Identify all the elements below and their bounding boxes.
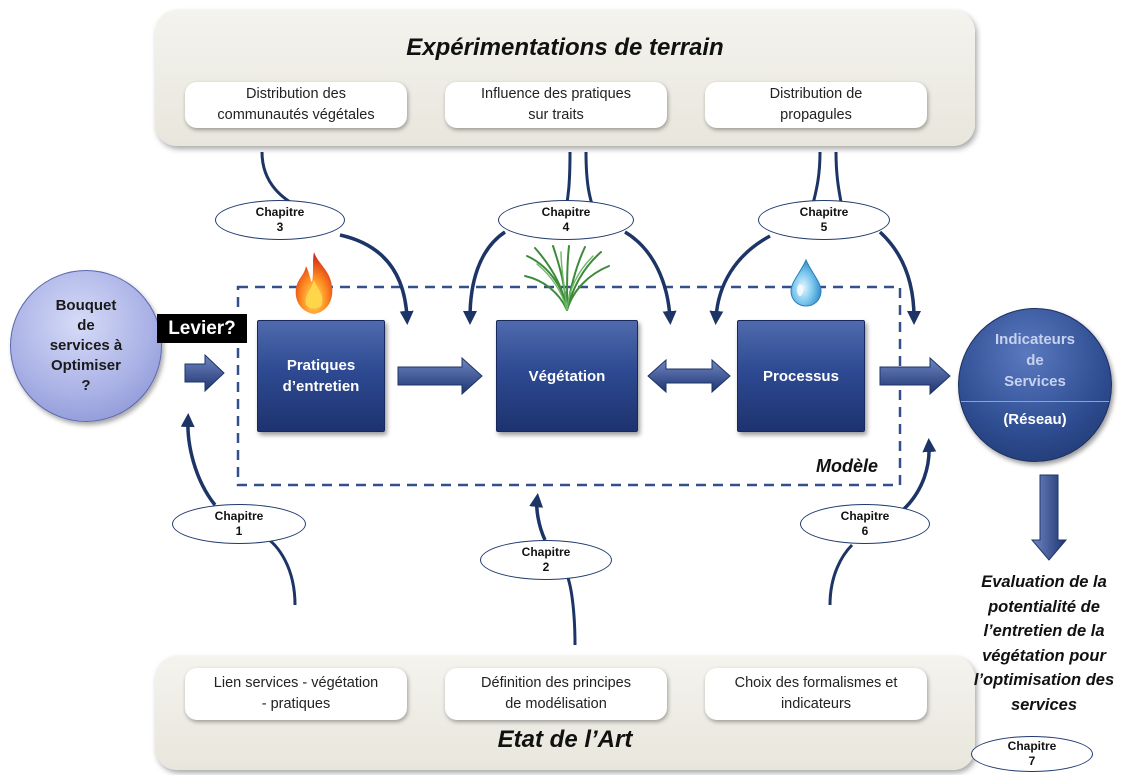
chapter-4-number: 4 bbox=[562, 220, 570, 234]
connector-chapter6-out bbox=[901, 438, 937, 512]
indicateurs-network-label: (Réseau) bbox=[1003, 411, 1067, 428]
box-pratiques-entretien: Pratiques d’entretien bbox=[257, 320, 385, 432]
chapter-2-word: Chapitre bbox=[521, 545, 571, 559]
connector-chapter5-out-left bbox=[709, 234, 771, 325]
chapter-oval-4: Chapitre 4 bbox=[498, 200, 634, 240]
top-panel-title: Expérimentations de terrain bbox=[406, 34, 724, 61]
chapter-7-word: Chapitre bbox=[1007, 739, 1057, 753]
chapter-6-number: 6 bbox=[861, 524, 869, 538]
connector-chapter2-out bbox=[529, 493, 547, 541]
arrow-indicateurs-to-evaluation bbox=[1030, 474, 1068, 561]
connector-chapter4-out-right bbox=[624, 230, 677, 325]
card-lien-services: Lien services - végétation - pratiques bbox=[185, 668, 407, 720]
connector-chapter1-in bbox=[261, 533, 297, 606]
chapter-1-word: Chapitre bbox=[214, 509, 264, 523]
connector-chapter4-out-left bbox=[463, 230, 506, 325]
evaluation-text: Evaluation de la potentialité de l’entre… bbox=[973, 573, 1115, 714]
bottom-panel-title: Etat de l’Art bbox=[497, 726, 633, 753]
chapter-oval-1: Chapitre 1 bbox=[172, 504, 306, 544]
model-label: Modèle bbox=[815, 456, 878, 476]
chapter-5-word: Chapitre bbox=[799, 205, 849, 219]
chapter-5-number: 5 bbox=[820, 220, 828, 234]
chapter-oval-2: Chapitre 2 bbox=[480, 540, 612, 580]
box-processus: Processus bbox=[737, 320, 865, 432]
card-principes-modelisation: Définition des principes de modélisation bbox=[445, 668, 667, 720]
chapter-oval-3: Chapitre 3 bbox=[215, 200, 345, 240]
connector-chapter4-in-b bbox=[584, 151, 595, 209]
arrow-vegetation-processus bbox=[647, 358, 731, 394]
card-formalismes-indicateurs: Choix des formalismes et indicateurs bbox=[705, 668, 927, 720]
card-distribution-propagules: Distribution de propagules bbox=[705, 82, 927, 128]
connector-chapter5-out-right bbox=[878, 230, 921, 325]
arrow-processus-to-indicateurs bbox=[879, 356, 951, 396]
box-vegetation: Végétation bbox=[496, 320, 638, 432]
chapter-3-number: 3 bbox=[276, 220, 284, 234]
chapter-2-number: 2 bbox=[542, 560, 550, 574]
indicateurs-circle: Indicateurs de Services (Réseau) bbox=[958, 308, 1112, 462]
model-frame bbox=[236, 285, 902, 487]
fire-icon bbox=[295, 252, 333, 314]
chapter-oval-7: Chapitre 7 bbox=[971, 736, 1093, 772]
arrow-into-pratiques bbox=[184, 353, 225, 393]
bouquet-circle: Bouquet de services à Optimiser ? bbox=[10, 270, 162, 422]
connector-chapter2-in bbox=[566, 577, 577, 646]
chapter-6-word: Chapitre bbox=[840, 509, 890, 523]
connector-chapter1-out bbox=[180, 413, 217, 507]
chapter-1-number: 1 bbox=[235, 524, 243, 538]
card-distribution-communautes: Distribution des communautés végétales bbox=[185, 82, 407, 128]
water-drop-icon bbox=[790, 258, 822, 307]
connector-chapter6-in bbox=[828, 543, 854, 606]
chapter-oval-6: Chapitre 6 bbox=[800, 504, 930, 544]
arrow-pratiques-to-vegetation bbox=[397, 356, 483, 396]
chapter-oval-5: Chapitre 5 bbox=[758, 200, 890, 240]
card-influence-pratiques: Influence des pratiques sur traits bbox=[445, 82, 667, 128]
lever-label: Levier? bbox=[157, 314, 247, 343]
bouquet-text: Bouquet de services à Optimiser ? bbox=[49, 297, 123, 394]
connector-chapter3-out bbox=[339, 233, 414, 325]
indicateurs-text: Indicateurs de Services bbox=[994, 331, 1076, 390]
chapter-4-word: Chapitre bbox=[541, 205, 591, 219]
grass-icon bbox=[524, 245, 610, 311]
chapter-3-word: Chapitre bbox=[255, 205, 305, 219]
chapter-7-number: 7 bbox=[1028, 754, 1036, 768]
